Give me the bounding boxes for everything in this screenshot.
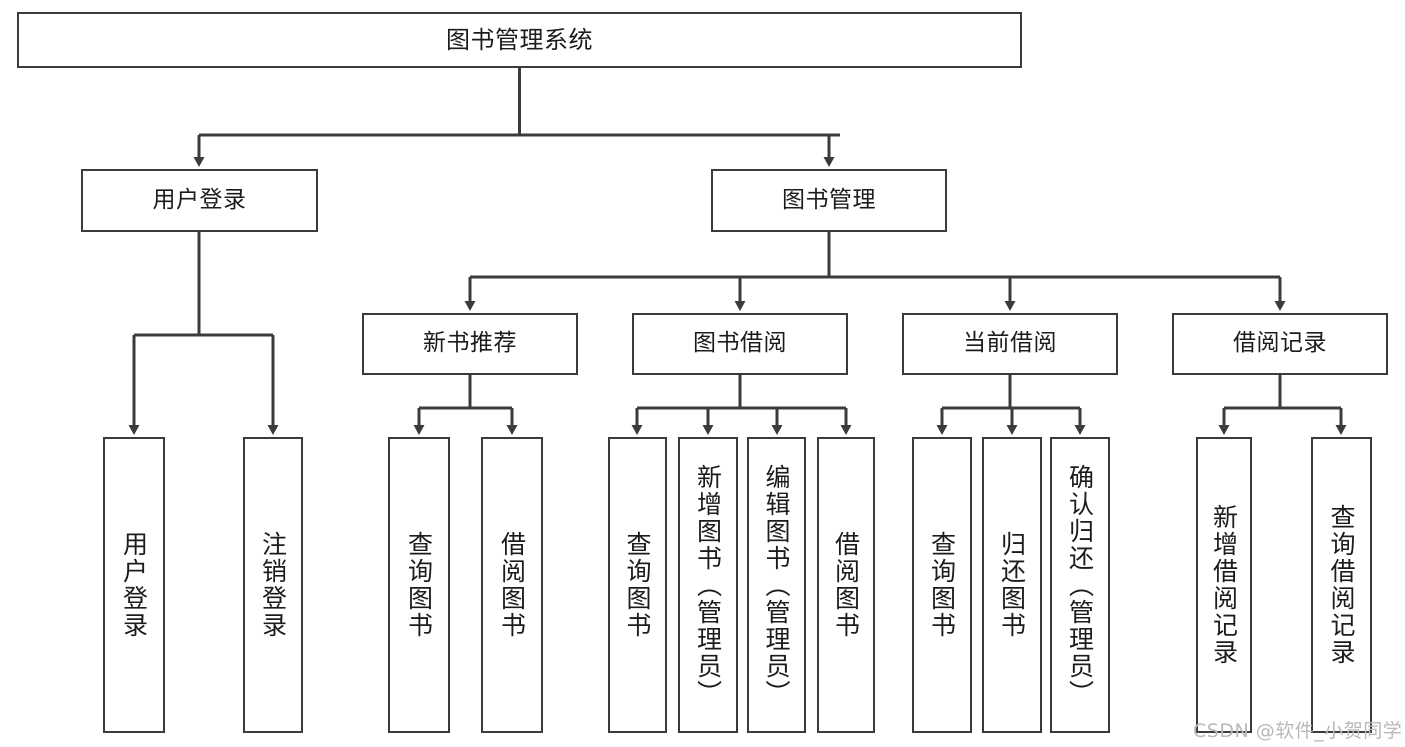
leaf-query-book-current-label: 查询图书 bbox=[927, 531, 957, 639]
leaf-query-borrow-record-label: 查询借阅记录 bbox=[1327, 504, 1356, 666]
leaf-user-login[interactable]: 用户登录 bbox=[103, 437, 165, 733]
leaf-borrow-book-recommend-label: 借阅图书 bbox=[497, 531, 527, 639]
leaf-query-borrow-record[interactable]: 查询借阅记录 bbox=[1311, 437, 1372, 733]
leaf-query-book-borrow-label: 查询图书 bbox=[623, 531, 652, 639]
leaf-borrow-book-recommend[interactable]: 借阅图书 bbox=[481, 437, 543, 733]
leaf-query-book-recommend-label: 查询图书 bbox=[404, 531, 434, 639]
node-current-borrow-label: 当前借阅 bbox=[963, 330, 1057, 357]
leaf-confirm-return-admin[interactable]: 确认归还（管理员） bbox=[1050, 437, 1110, 733]
leaf-query-book-borrow[interactable]: 查询图书 bbox=[608, 437, 667, 733]
leaf-add-book-admin[interactable]: 新增图书（管理员） bbox=[678, 437, 738, 733]
leaf-borrow-book-label: 借阅图书 bbox=[831, 531, 861, 639]
node-new-book-recommend-label: 新书推荐 bbox=[423, 330, 517, 357]
leaf-confirm-return-admin-label: 确认归还（管理员） bbox=[1065, 463, 1095, 707]
node-user-login-label: 用户登录 bbox=[152, 186, 247, 213]
node-new-book-recommend[interactable]: 新书推荐 bbox=[362, 313, 578, 375]
leaf-add-book-admin-label: 新增图书（管理员） bbox=[693, 463, 723, 707]
leaf-logout[interactable]: 注销登录 bbox=[243, 437, 303, 733]
leaf-logout-label: 注销登录 bbox=[258, 531, 288, 639]
leaf-return-book-label: 归还图书 bbox=[997, 531, 1027, 639]
leaf-edit-book-admin-label: 编辑图书（管理员） bbox=[762, 463, 791, 707]
node-book-management[interactable]: 图书管理 bbox=[711, 169, 947, 232]
leaf-borrow-book[interactable]: 借阅图书 bbox=[817, 437, 875, 733]
leaf-query-book-current[interactable]: 查询图书 bbox=[912, 437, 972, 733]
node-current-borrow[interactable]: 当前借阅 bbox=[902, 313, 1118, 375]
leaf-query-book-recommend[interactable]: 查询图书 bbox=[388, 437, 450, 733]
node-book-borrow-label: 图书借阅 bbox=[693, 330, 787, 357]
leaf-add-borrow-record-label: 新增借阅记录 bbox=[1209, 504, 1239, 666]
node-borrow-record-label: 借阅记录 bbox=[1233, 330, 1327, 357]
leaf-user-login-label: 用户登录 bbox=[119, 531, 149, 639]
leaf-return-book[interactable]: 归还图书 bbox=[982, 437, 1042, 733]
node-book-management-label: 图书管理 bbox=[782, 186, 876, 213]
node-book-borrow[interactable]: 图书借阅 bbox=[632, 313, 848, 375]
node-user-login[interactable]: 用户登录 bbox=[81, 169, 318, 232]
leaf-add-borrow-record[interactable]: 新增借阅记录 bbox=[1196, 437, 1252, 733]
node-root-label: 图书管理系统 bbox=[446, 25, 593, 54]
node-borrow-record[interactable]: 借阅记录 bbox=[1172, 313, 1388, 375]
leaf-edit-book-admin[interactable]: 编辑图书（管理员） bbox=[747, 437, 806, 733]
csdn-watermark: CSDN @软件_小贺同学 bbox=[1193, 720, 1403, 742]
node-root[interactable]: 图书管理系统 bbox=[17, 12, 1022, 68]
